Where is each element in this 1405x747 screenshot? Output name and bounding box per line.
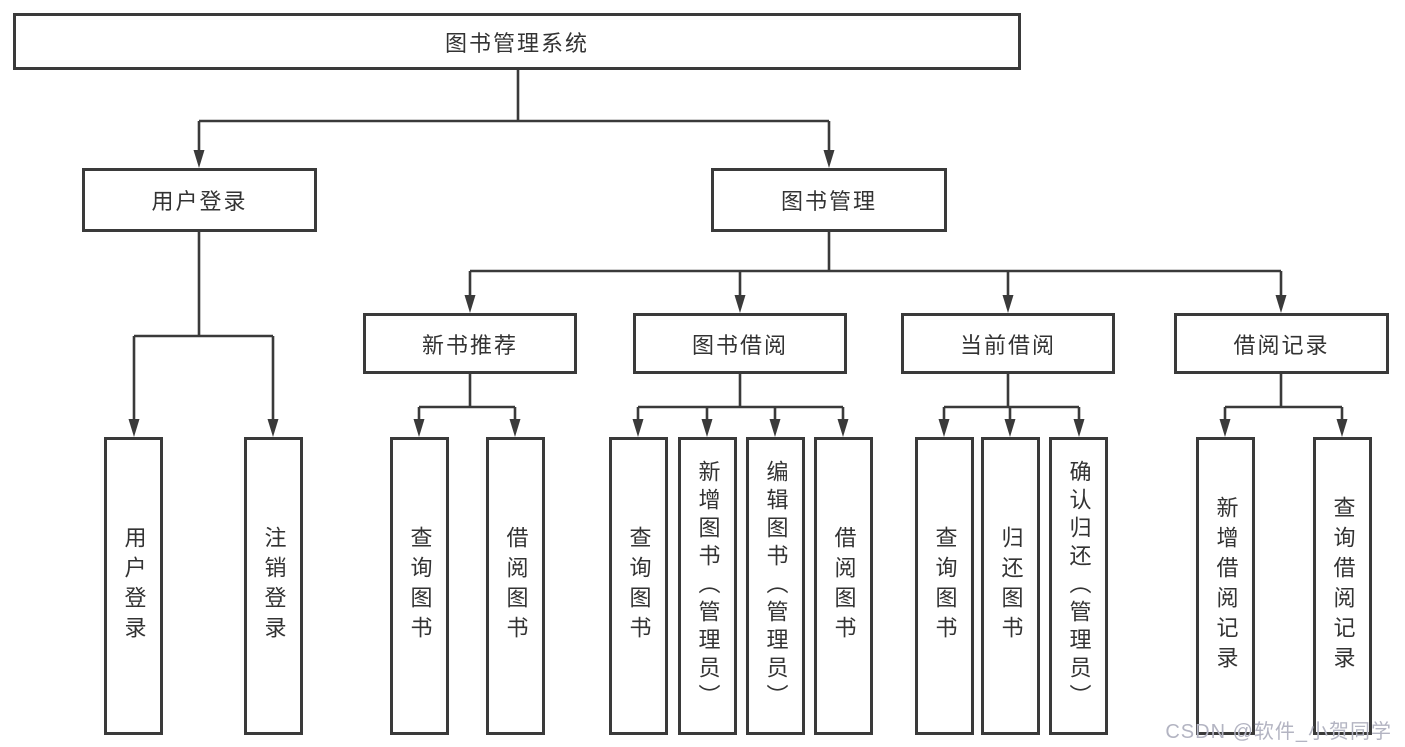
- node-leaf-add-borrow-record: 新增借阅记录: [1196, 437, 1255, 735]
- node-root: 图书管理系统: [13, 13, 1021, 70]
- node-leaf-query-book-2: 查询图书: [609, 437, 668, 735]
- node-leaf-add-book-admin: 新增图书（管理员）: [678, 437, 737, 735]
- node-leaf-edit-book-admin-label: 编辑图书（管理员）: [763, 460, 789, 712]
- node-book-borrow: 图书借阅: [633, 313, 847, 374]
- node-leaf-user-login: 用户登录: [104, 437, 163, 735]
- node-leaf-query-book-3: 查询图书: [915, 437, 974, 735]
- node-leaf-borrow-book-2-label: 借阅图书: [831, 526, 857, 646]
- node-borrow-record-label: 借阅记录: [1233, 332, 1330, 358]
- connector-root: [197, 70, 831, 153]
- node-leaf-query-book-3-label: 查询图书: [932, 526, 958, 646]
- connector-user-login: [132, 232, 275, 422]
- node-leaf-logout: 注销登录: [244, 437, 303, 735]
- connector-book-management: [468, 232, 1283, 298]
- node-leaf-return-book-label: 归还图书: [998, 526, 1024, 646]
- node-user-login-label: 用户登录: [151, 189, 248, 214]
- node-current-borrow-label: 当前借阅: [959, 332, 1056, 358]
- connector-current-borrow: [942, 374, 1081, 422]
- connector-book-borrow: [636, 374, 845, 422]
- node-leaf-add-borrow-record-label: 新增借阅记录: [1213, 496, 1239, 676]
- node-leaf-return-book: 归还图书: [981, 437, 1040, 735]
- node-leaf-query-book-1: 查询图书: [390, 437, 449, 735]
- node-book-management-label: 图书管理: [780, 189, 877, 214]
- node-leaf-add-book-admin-label: 新增图书（管理员）: [695, 460, 721, 712]
- connector-borrow-record: [1223, 374, 1344, 422]
- node-leaf-query-book-2-label: 查询图书: [626, 526, 652, 646]
- node-current-borrow: 当前借阅: [901, 313, 1115, 374]
- node-leaf-borrow-book-2: 借阅图书: [814, 437, 873, 735]
- node-leaf-borrow-book-1-label: 借阅图书: [503, 526, 529, 646]
- node-new-book-recommend: 新书推荐: [363, 313, 577, 374]
- node-root-label: 图书管理系统: [444, 30, 589, 56]
- node-book-management: 图书管理: [711, 168, 947, 232]
- csdn-watermark: CSDN @软件_小贺同学: [1165, 721, 1392, 743]
- node-book-borrow-label: 图书借阅: [691, 332, 788, 358]
- node-borrow-record: 借阅记录: [1174, 313, 1389, 374]
- node-user-login: 用户登录: [82, 168, 317, 232]
- node-leaf-borrow-book-1: 借阅图书: [486, 437, 545, 735]
- node-leaf-query-borrow-record: 查询借阅记录: [1313, 437, 1372, 735]
- node-leaf-query-book-1-label: 查询图书: [407, 526, 433, 646]
- node-leaf-confirm-return-admin: 确认归还（管理员）: [1049, 437, 1108, 735]
- node-leaf-query-borrow-record-label: 查询借阅记录: [1330, 496, 1356, 676]
- node-leaf-logout-label: 注销登录: [261, 526, 287, 646]
- node-leaf-user-login-label: 用户登录: [121, 526, 147, 646]
- connector-new-book-recommend: [417, 374, 517, 422]
- node-leaf-confirm-return-admin-label: 确认归还（管理员）: [1066, 460, 1092, 712]
- node-new-book-recommend-label: 新书推荐: [421, 332, 518, 358]
- node-leaf-edit-book-admin: 编辑图书（管理员）: [746, 437, 805, 735]
